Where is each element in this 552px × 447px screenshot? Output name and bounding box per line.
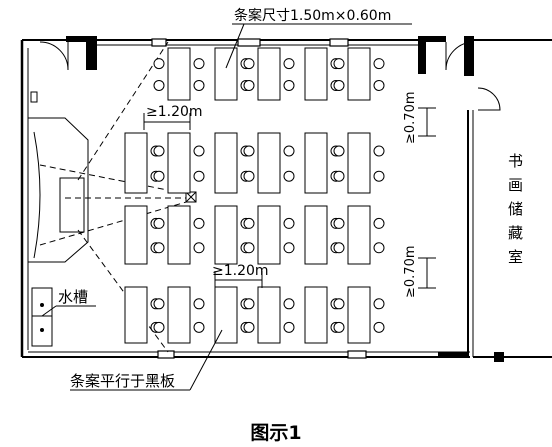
stool [153,298,165,310]
stool [193,298,205,310]
stool [193,79,205,91]
stool [193,321,205,333]
table [214,47,238,101]
stool [283,145,295,157]
table [257,205,281,265]
doors [39,41,501,111]
vertical-gap-top-label: ≥0.70m [403,91,418,144]
table [257,47,281,101]
table [257,132,281,194]
table [214,205,238,265]
table-size-label: 条案尺寸1.50m×0.60m [234,7,391,24]
stool [243,242,255,254]
windows [151,38,367,359]
stool [153,321,165,333]
stool [193,217,205,229]
dimension-marks [143,107,436,289]
stool [373,298,385,310]
table [304,132,328,194]
table [257,286,281,344]
sink-label: 水槽 [58,288,88,306]
stool [283,242,295,254]
stool [333,79,345,91]
table [347,205,371,265]
stool [243,170,255,182]
stool [243,145,255,157]
stool [373,242,385,254]
stool [333,298,345,310]
blackboard-area [28,91,89,263]
stool [333,242,345,254]
stools [150,58,385,333]
table [167,205,191,265]
storage-char: 室 [508,248,523,266]
stool [373,145,385,157]
leader-lines [41,23,412,391]
stool [283,217,295,229]
table [167,286,191,344]
stool [193,242,205,254]
sink-area [31,287,53,347]
walls [20,39,552,358]
stool [193,58,205,70]
stool [243,217,255,229]
table [347,286,371,344]
horizontal-gap-top-label: ≥1.20m [146,104,203,120]
stool [373,321,385,333]
stool [373,170,385,182]
table [214,286,238,344]
table [304,47,328,101]
figure-caption: 图示1 [250,422,302,444]
stool [153,242,165,254]
storage-char: 藏 [508,224,523,242]
projector-icon [185,191,197,203]
stool [243,321,255,333]
stool [373,79,385,91]
stool [333,217,345,229]
wall-pillars [66,36,504,362]
table [347,132,371,194]
table [304,286,328,344]
stool [153,170,165,182]
table [304,205,328,265]
table [167,132,191,194]
horizontal-gap-bottom-label: ≥1.20m [212,263,269,279]
stool [193,170,205,182]
stool [243,58,255,70]
stool [283,170,295,182]
stool [153,217,165,229]
stool [373,217,385,229]
storage-char: 储 [508,200,523,218]
vertical-gap-bottom-label: ≥0.70m [403,245,418,298]
stool [283,321,295,333]
stool [333,58,345,70]
stool [333,145,345,157]
stool [243,79,255,91]
stool [333,170,345,182]
stool [243,298,255,310]
storage-char: 书 [508,152,523,170]
stool [193,145,205,157]
stool [333,321,345,333]
table [124,286,148,344]
stool [283,58,295,70]
stool [283,298,295,310]
table [124,205,148,265]
table [167,47,191,101]
tables [124,47,371,344]
stool [153,145,165,157]
table [124,132,148,194]
parallel-tables-label: 条案平行于黑板 [70,372,175,390]
storage-char: 画 [508,176,523,194]
stool [153,58,165,70]
stool [283,79,295,91]
storage-room-label: 书 画 储 藏 室 [508,152,523,266]
stool [373,58,385,70]
table [214,132,238,194]
stool [153,79,165,91]
table [347,47,371,101]
